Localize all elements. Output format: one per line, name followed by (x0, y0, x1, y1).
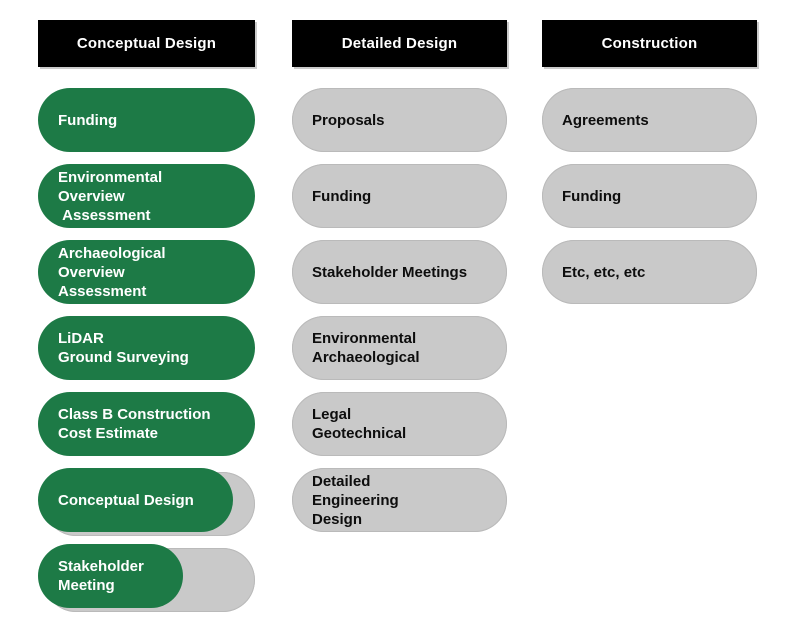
stage-header-label: Conceptual Design (76, 35, 217, 52)
pending-pill: Proposals (292, 88, 507, 152)
stage-item: Environmental Overview Assessment (38, 164, 255, 228)
stage-item-label: Agreements (562, 111, 649, 129)
stage-item-label: Environmental Overview Assessment (58, 168, 163, 224)
stage-header-label: Construction (601, 35, 698, 52)
pending-pill: Etc, etc, etc (542, 240, 757, 304)
stage-item-label: Funding (562, 187, 622, 205)
pending-pill: Legal Geotechnical (292, 392, 507, 456)
stage-header-construction: Construction (542, 20, 757, 67)
stage-item-label: Etc, etc, etc (562, 263, 646, 281)
stage-item: Legal Geotechnical (292, 392, 507, 456)
stage-item-label: Funding (312, 187, 372, 205)
column-conceptual-design: Conceptual Design Funding Environmental … (38, 20, 255, 620)
stage-item-label: Class B Construction Cost Estimate (58, 406, 211, 442)
stage-item: Class B Construction Cost Estimate (38, 392, 255, 456)
completed-pill: Environmental Overview Assessment (38, 164, 255, 228)
stage-item-label: Detailed Engineering Design (312, 472, 399, 528)
stage-item-label: Funding (58, 111, 118, 129)
stage-item-label: Environmental Archaeological (312, 330, 420, 366)
stage-item: Proposals (292, 88, 507, 152)
stage-item: Etc, etc, etc (542, 240, 757, 304)
stage-item-partial: Conceptual Design (38, 468, 255, 536)
pending-pill: Environmental Archaeological (292, 316, 507, 380)
stage-header-label: Detailed Design (341, 35, 458, 52)
completed-fill-pill: Stakeholder Meeting (38, 544, 183, 608)
stage-item-label: Stakeholder Meeting (58, 558, 144, 594)
stage-item-partial: Stakeholder Meeting (38, 544, 255, 612)
stage-item: Detailed Engineering Design (292, 468, 507, 532)
pending-pill: Funding (542, 164, 757, 228)
stage-item: Funding (38, 88, 255, 152)
stage-item: Environmental Archaeological (292, 316, 507, 380)
stage-header-conceptual-design: Conceptual Design (38, 20, 255, 67)
pending-pill: Funding (292, 164, 507, 228)
stage-header-detailed-design: Detailed Design (292, 20, 507, 67)
column-construction: Construction Agreements Funding Etc, etc… (542, 20, 757, 316)
stage-item-label: Archaeological Overview Assessment (58, 244, 166, 300)
stage-item-label: LiDAR Ground Surveying (58, 330, 189, 366)
pending-pill: Agreements (542, 88, 757, 152)
stage-item: Funding (292, 164, 507, 228)
completed-fill-pill: Conceptual Design (38, 468, 233, 532)
stage-item-label: Legal Geotechnical (312, 406, 407, 442)
stage-item-label: Proposals (312, 111, 385, 129)
pending-pill: Detailed Engineering Design (292, 468, 507, 532)
stage-item: LiDAR Ground Surveying (38, 316, 255, 380)
completed-pill: Archaeological Overview Assessment (38, 240, 255, 304)
stage-item: Agreements (542, 88, 757, 152)
completed-pill: LiDAR Ground Surveying (38, 316, 255, 380)
stage-item-label: Conceptual Design (58, 491, 194, 509)
pending-pill: Stakeholder Meetings (292, 240, 507, 304)
stage-item-label: Stakeholder Meetings (312, 263, 468, 281)
completed-pill: Funding (38, 88, 255, 152)
stage-item: Archaeological Overview Assessment (38, 240, 255, 304)
stage-item: Stakeholder Meetings (292, 240, 507, 304)
completed-pill: Class B Construction Cost Estimate (38, 392, 255, 456)
column-detailed-design: Detailed Design Proposals Funding Stakeh… (292, 20, 507, 544)
stage-item: Funding (542, 164, 757, 228)
